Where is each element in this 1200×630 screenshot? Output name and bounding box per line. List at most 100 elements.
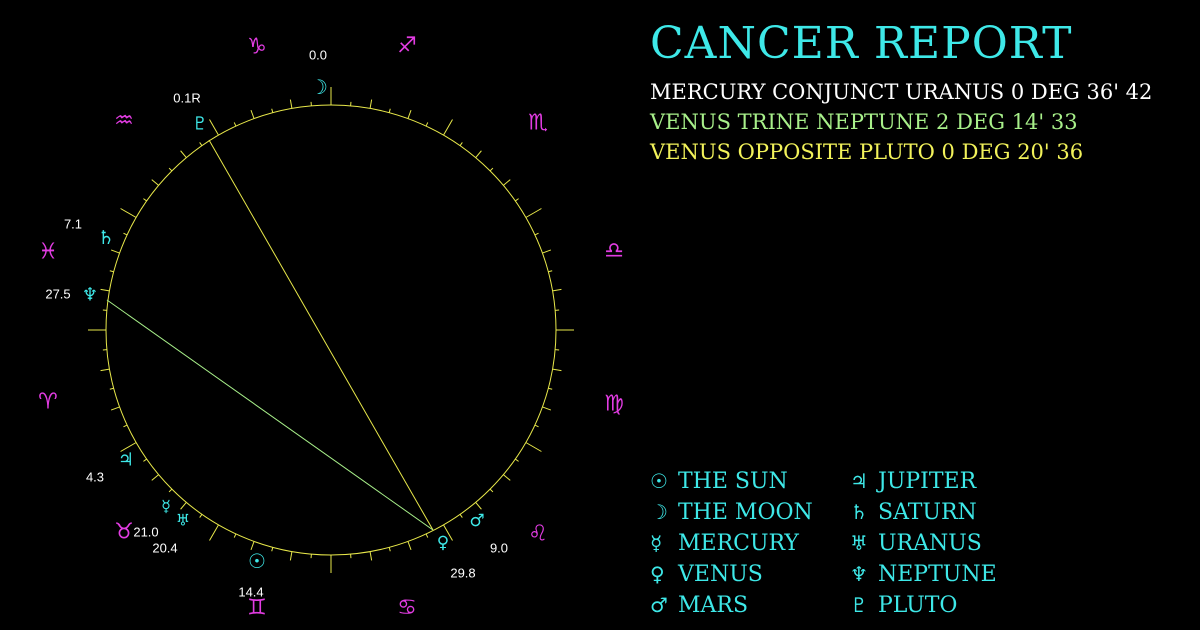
- neptune-icon: ♆: [850, 562, 868, 586]
- degree-tick: [525, 442, 542, 452]
- degree-tick: [250, 109, 255, 119]
- mercury-icon: ☿: [650, 531, 663, 555]
- degree-tick: [120, 208, 137, 218]
- degree-tick: [548, 270, 553, 273]
- degree-tick: [534, 232, 539, 236]
- legend-item-mars: ♂ MARS: [650, 590, 813, 621]
- uranus-icon: ♅: [176, 511, 190, 530]
- legend-label: VENUS: [678, 562, 763, 587]
- degree-tick: [503, 179, 511, 186]
- planet-legend-column-1: ☉ THE SUN ☽THE MOON☿MERCURY♀VENUS ♂ MARS: [650, 466, 813, 621]
- pluto-degree-label: 0.1R: [173, 91, 200, 106]
- degree-tick: [388, 108, 391, 113]
- degree-tick: [443, 119, 453, 136]
- mars-degree-label: 9.0: [490, 541, 508, 556]
- virgo-sign-icon: ♍: [604, 392, 624, 417]
- legend-item-uranus: ♅ URANUS: [850, 528, 997, 559]
- sun-icon: ☉: [248, 549, 266, 573]
- moon-icon: ☽: [310, 75, 328, 99]
- capricorn-sign-icon: ♑: [247, 35, 267, 60]
- degree-tick: [515, 458, 519, 462]
- legend-label: SATURN: [878, 500, 977, 525]
- pluto-icon: ♇: [850, 593, 868, 617]
- jupiter-icon: ♃: [850, 469, 868, 493]
- degree-tick: [459, 142, 463, 146]
- aquarius-sign-icon: ♒: [114, 109, 134, 134]
- degree-tick: [425, 533, 429, 538]
- pisces-sign-icon: ♓: [38, 240, 58, 265]
- degree-tick: [199, 142, 203, 146]
- aspect-lines: [106, 139, 434, 531]
- legend-label: MARS: [678, 593, 749, 618]
- mercury-degree-label: 21.0: [133, 525, 158, 540]
- degree-tick: [548, 387, 553, 390]
- mars-icon: ♂: [650, 593, 668, 617]
- jupiter-icon: ♃: [118, 450, 134, 471]
- moon-icon: ☽: [650, 500, 668, 524]
- aspect-line-2: VENUS TRINE NEPTUNE 2 DEG 14' 33: [650, 110, 1078, 134]
- degree-tick: [552, 368, 562, 372]
- degree-tick: [109, 270, 114, 273]
- legend-item-venus: ♀VENUS: [650, 559, 813, 590]
- degree-tick: [199, 514, 203, 518]
- neptune-degree-label: 27.5: [45, 287, 70, 302]
- legend-item-jupiter: ♃ JUPITER: [850, 466, 997, 497]
- legend-item-the-moon: ☽THE MOON: [650, 497, 813, 528]
- degree-tick: [109, 387, 114, 390]
- degree-tick: [250, 541, 255, 551]
- degree-tick: [271, 547, 274, 552]
- degree-tick: [407, 541, 412, 551]
- degree-tick: [503, 474, 511, 481]
- planet-glyphs: ☽♇♄♆♃☿♅☉♀♂: [82, 75, 485, 573]
- degree-tick: [123, 232, 128, 236]
- degree-tick: [233, 122, 237, 127]
- degree-tick: [459, 514, 463, 518]
- sagittarius-sign-icon: ♐: [397, 34, 417, 59]
- degree-tick: [180, 150, 187, 158]
- planet-degree-labels: 0.00.1R7.127.54.321.020.414.429.89.0: [45, 48, 508, 600]
- degree-tick: [209, 524, 219, 541]
- degree-tick: [425, 122, 429, 127]
- degree-tick: [168, 488, 173, 493]
- zodiac-glyphs: ♑♐♏♎♍♌♋♊♉♈♓♒: [38, 34, 624, 621]
- venus-icon: ♀: [437, 533, 449, 553]
- taurus-sign-icon: ♉: [114, 520, 134, 545]
- degree-tick: [407, 109, 412, 119]
- aspect-line-3: VENUS OPPOSITE PLUTO 0 DEG 20' 36: [650, 140, 1084, 164]
- jupiter-degree-label: 4.3: [86, 470, 104, 485]
- cancer-sign-icon: ♋: [397, 596, 417, 621]
- report-title: CANCER REPORT: [650, 18, 1073, 69]
- natal-wheel-chart: ♑♐♏♎♍♌♋♊♉♈♓♒ ☽♇♄♆♃☿♅☉♀♂ 0.00.1R7.127.54.…: [38, 34, 624, 621]
- aspect-line-1: MERCURY CONJUNCT URANUS 0 DEG 36' 42: [650, 80, 1153, 104]
- legend-label: NEPTUNE: [878, 562, 997, 587]
- uranus-icon: ♅: [850, 531, 868, 555]
- legend-label: THE SUN: [678, 469, 788, 494]
- degree-tick: [233, 533, 237, 538]
- degree-tick: [209, 119, 219, 136]
- degree-tick: [289, 99, 293, 109]
- zodiac-wheel-circle: [105, 104, 557, 556]
- legend-item-pluto: ♇PLUTO: [850, 590, 997, 621]
- degree-tick: [100, 368, 110, 372]
- degree-tick: [369, 99, 373, 109]
- leo-sign-icon: ♌: [528, 522, 548, 547]
- saturn-icon: ♄: [97, 227, 114, 249]
- sun-icon: ☉: [650, 469, 668, 493]
- venus-trine-neptune-line: [106, 299, 434, 531]
- degree-tick: [489, 488, 494, 493]
- degree-tick: [289, 551, 293, 561]
- degree-tick: [489, 167, 494, 172]
- gemini-sign-icon: ♊: [247, 596, 267, 621]
- venus-degree-label: 29.8: [450, 566, 475, 581]
- sun-degree-label: 14.4: [238, 585, 263, 600]
- saturn-icon: ♄: [850, 500, 868, 524]
- legend-label: URANUS: [878, 531, 982, 556]
- moon-degree-label: 0.0: [309, 48, 327, 63]
- degree-tick: [515, 198, 519, 202]
- degree-tick: [443, 524, 453, 541]
- degree-tick: [143, 198, 147, 202]
- legend-label: JUPITER: [878, 469, 977, 494]
- degree-tick: [525, 208, 542, 218]
- legend-item-mercury: ☿MERCURY: [650, 528, 813, 559]
- mars-icon: ♂: [469, 511, 484, 531]
